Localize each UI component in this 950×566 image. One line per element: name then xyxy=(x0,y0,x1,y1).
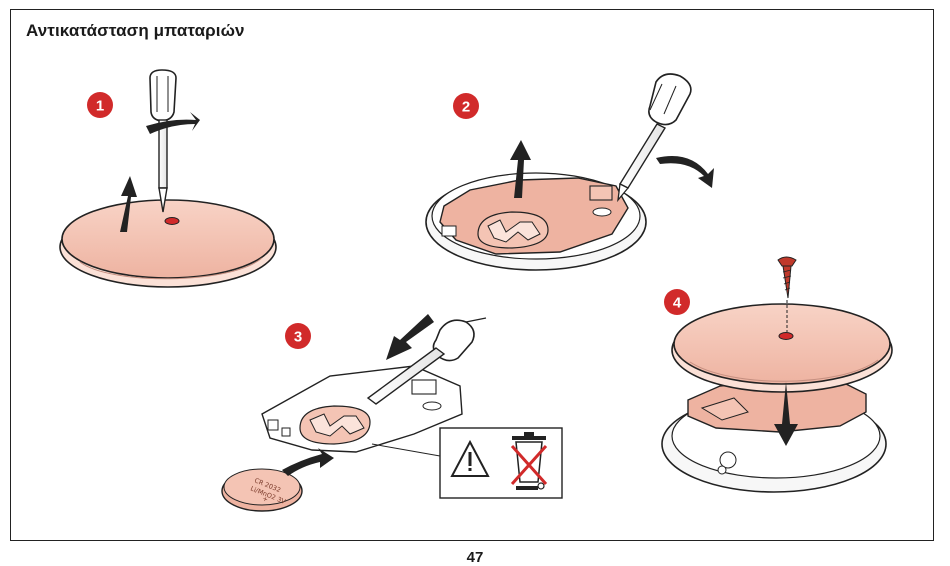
screw-hole-icon xyxy=(779,333,793,340)
screw-hole-icon xyxy=(165,218,179,225)
screwdriver-icon xyxy=(618,74,691,200)
remove-arrow-icon xyxy=(282,448,334,476)
step-4-illustration: 4 xyxy=(662,257,892,492)
step-1-illustration: 1 xyxy=(60,70,276,287)
step-2-illustration: 2 xyxy=(426,74,714,270)
step-number: 1 xyxy=(96,98,104,115)
push-arrow-icon xyxy=(386,314,434,360)
screwdriver-icon xyxy=(150,70,176,212)
rotate-arrow-icon xyxy=(656,156,714,188)
step-number: 3 xyxy=(294,329,302,346)
coin-battery-icon: CR 2032 Li/MnO2 3V + xyxy=(222,469,302,511)
step-number: 2 xyxy=(462,99,470,116)
step-number: 4 xyxy=(673,295,682,312)
page-number: 47 xyxy=(0,549,950,566)
detector-cover xyxy=(62,200,274,278)
